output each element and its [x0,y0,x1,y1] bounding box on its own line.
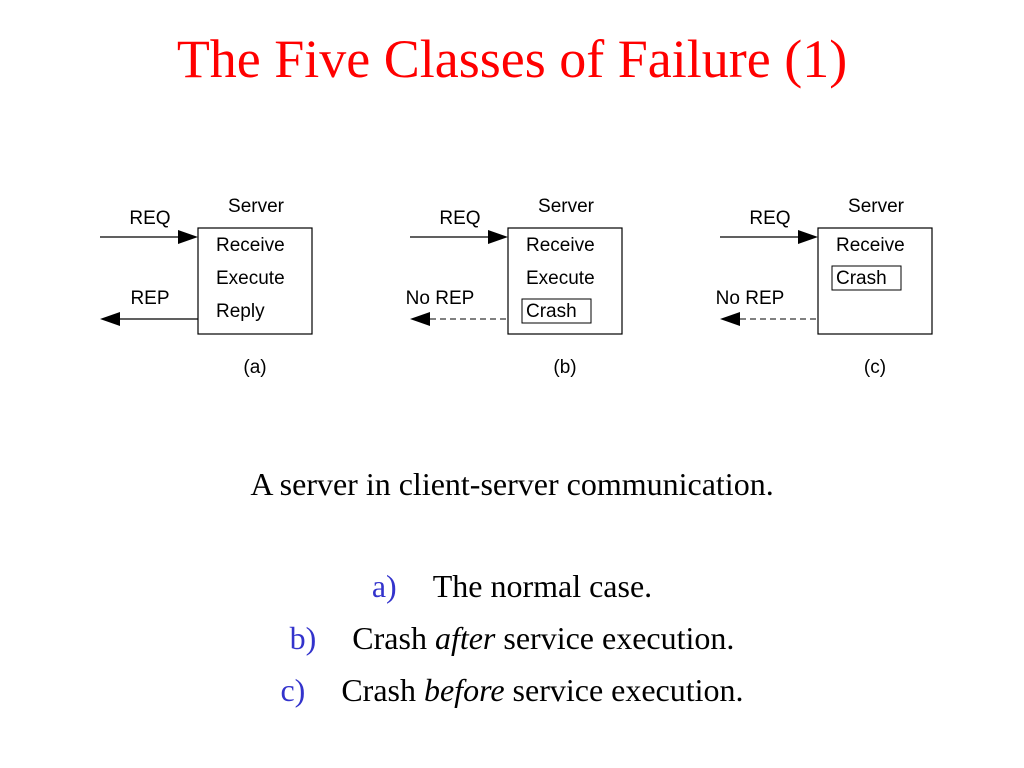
figure-caption: A server in client-server communication. [250,466,774,502]
request-arrow-head [488,230,508,244]
request-arrow-head [178,230,198,244]
list-item: a) The normal case. [0,568,1024,620]
reply-label: No REP [716,288,785,309]
list-item: b) Crash after service execution. [0,620,1024,672]
slide-title: The Five Classes of Failure (1) [176,29,848,89]
list-text-part: service execution. [504,672,744,708]
server-box [507,227,623,335]
emphasis-text: before [423,672,505,708]
list-text: Crash before service execution. [341,672,743,709]
list-marker: b) [289,620,317,656]
crash-label: Crash [836,268,887,289]
request-arrow-head [798,230,818,244]
server-step-label: Execute [216,268,285,289]
crash-box [521,298,592,324]
case-list: a) The normal case. b) Crash after servi… [0,568,1024,724]
panel-caption: (b) [553,357,576,378]
list-marker: c) [280,672,306,708]
server-box [197,227,313,335]
list-text: The normal case. [433,568,652,605]
crash-box [831,265,902,291]
request-label: REQ [749,208,790,229]
server-step-label: Receive [526,235,595,256]
list-text: Crash after service execution. [352,620,734,657]
reply-label: No REP [406,288,475,309]
server-label: Server [538,196,595,217]
panel-caption: (a) [243,357,266,378]
server-step-label: Receive [836,235,905,256]
list-text-part: service execution. [495,620,735,656]
reply-arrow-head [100,312,120,326]
list-item: c) Crash before service execution. [0,672,1024,724]
panel-caption: (c) [864,357,886,378]
list-text-part: Crash [341,672,424,708]
server-step-label: Reply [216,301,265,322]
server-label: Server [228,196,285,217]
request-label: REQ [129,208,170,229]
emphasis-text: after [434,620,496,656]
server-step-label: Execute [526,268,595,289]
list-text-part: The normal case. [432,568,653,604]
server-box [817,227,933,335]
request-label: REQ [439,208,480,229]
reply-label: REP [130,288,169,309]
server-step-label: Receive [216,235,285,256]
crash-label: Crash [526,301,577,322]
server-label: Server [848,196,905,217]
list-text-part: Crash [352,620,435,656]
reply-arrow-head [410,312,430,326]
reply-arrow-head [720,312,740,326]
list-marker: a) [371,568,397,604]
